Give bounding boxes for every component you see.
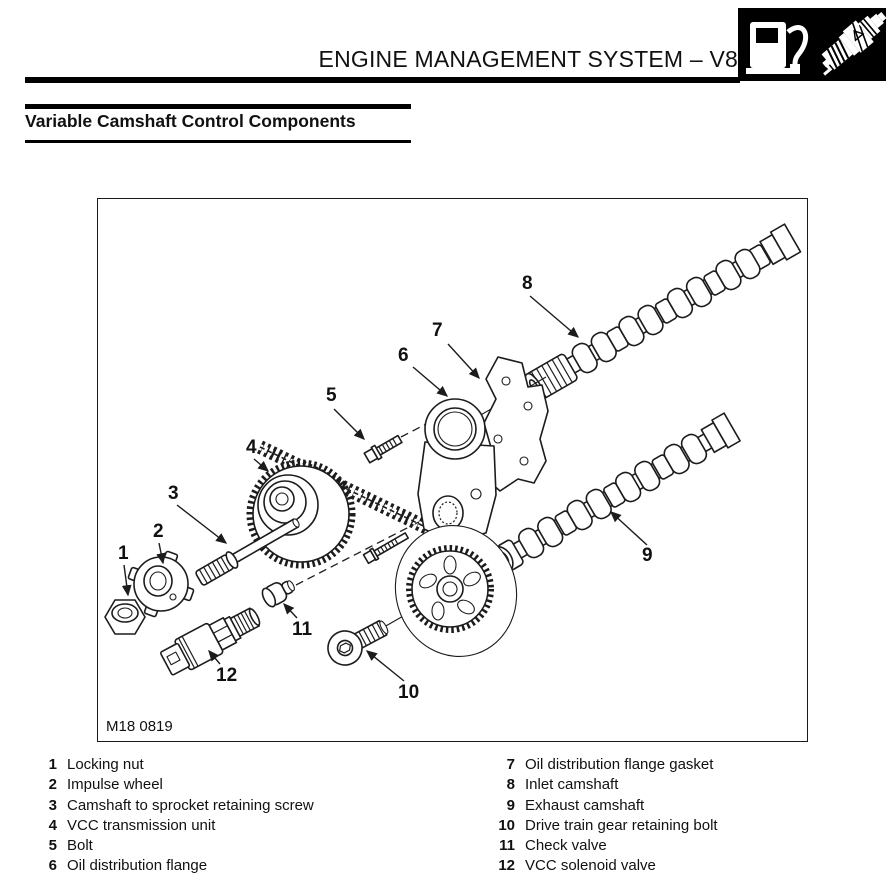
part-number: 2 (48, 776, 57, 794)
impulse-wheel (127, 550, 195, 618)
part-row: 3 Camshaft to sprocket retaining screw (40, 796, 314, 816)
part-label: Impulse wheel (67, 776, 163, 794)
callout-9: 9 (642, 545, 653, 566)
part-row: 7 Oil distribution flange gasket (489, 755, 718, 775)
part-label: VCC transmission unit (67, 816, 216, 834)
callout-8: 8 (522, 273, 533, 294)
part-label: Bolt (67, 837, 93, 855)
inlet-camshaft (524, 223, 802, 402)
callout-7: 7 (432, 320, 443, 341)
callout-6: 6 (398, 345, 409, 366)
part-label: Oil distribution flange (67, 857, 208, 875)
part-row: 4 VCC transmission unit (40, 816, 314, 836)
part-row: 10 Drive train gear retaining bolt (489, 816, 718, 836)
part-label: Camshaft to sprocket retaining screw (67, 796, 314, 814)
callout-1: 1 (118, 543, 129, 564)
callout-11: 11 (292, 619, 313, 640)
parts-list-right: 7 Oil distribution flange gasket 8 Inlet c… (489, 755, 718, 877)
vcc-transmission-unit (246, 459, 356, 569)
part-number: 9 (506, 796, 515, 814)
fuel-pump-icon (746, 22, 809, 74)
part-label: Locking nut (67, 756, 144, 773)
callout-5: 5 (326, 385, 337, 406)
assembly-axis-dashed (295, 470, 519, 586)
part-row: 6 Oil distribution flange (40, 856, 314, 876)
parts-list-left: 1 Locking nut 2 Impulse wheel 3 Camshaft to… (40, 755, 314, 877)
part-label: Drive train gear retaining bolt (525, 816, 718, 834)
part-number: 1 (48, 756, 57, 773)
check-valve (261, 580, 295, 608)
part-row: 2 Impulse wheel (40, 775, 314, 795)
part-number: 7 (506, 756, 515, 773)
callout-numbers: 1 2 3 4 5 6 7 8 9 10 11 12 (118, 273, 653, 703)
part-row: 5 Bolt (40, 836, 314, 856)
bolt-5 (363, 434, 403, 464)
part-row: 9 Exhaust camshaft (489, 796, 718, 816)
exploded-diagram: 1 2 3 4 5 6 7 8 9 10 11 12 M18 0819 (104, 223, 802, 735)
page-title: ENGINE MANAGEMENT SYSTEM – V8 (318, 46, 738, 72)
part-number: 8 (506, 776, 515, 794)
leader-lines (121, 295, 648, 682)
part-label: Inlet camshaft (525, 776, 619, 794)
part-row: 8 Inlet camshaft (489, 775, 718, 795)
part-label: VCC solenoid valve (525, 857, 656, 875)
callout-2: 2 (153, 521, 164, 542)
part-row: 11 Check valve (489, 836, 718, 856)
part-number: 12 (498, 857, 515, 875)
part-number: 5 (48, 837, 57, 855)
part-number: 3 (48, 796, 57, 814)
part-label: Exhaust camshaft (525, 796, 645, 814)
callout-12: 12 (216, 665, 237, 686)
flange-gasket (483, 356, 549, 492)
vcc-solenoid-valve (160, 607, 261, 676)
drive-train-gear (394, 524, 518, 658)
part-label: Oil distribution flange gasket (525, 756, 714, 773)
locking-nut (104, 599, 146, 635)
bolt-small (362, 532, 410, 565)
part-number: 11 (499, 837, 515, 855)
part-row: 12 VCC solenoid valve (489, 856, 718, 876)
section-title: Variable Camshaft Control Components (25, 111, 356, 131)
section-rule-top (25, 104, 411, 109)
part-number: 10 (498, 816, 515, 834)
figure-box: 1 2 3 4 5 6 7 8 9 10 11 12 M18 0819 (97, 198, 808, 742)
part-label: Check valve (525, 837, 607, 855)
drive-gear-bolt (327, 619, 389, 666)
timing-chain (256, 440, 446, 542)
retaining-screw (195, 518, 300, 586)
section-rule-bottom (25, 140, 411, 143)
part-row: 1 Locking nut (40, 755, 314, 775)
callout-3: 3 (168, 483, 179, 504)
spark-plug-icon (821, 12, 887, 76)
figure-code: M18 0819 (106, 718, 173, 735)
part-number: 4 (48, 816, 57, 834)
callout-4: 4 (246, 437, 257, 458)
oil-distribution-flange (417, 398, 497, 542)
chapter-icon-badge (738, 8, 887, 81)
callout-10: 10 (398, 682, 419, 703)
header-rule (25, 77, 740, 83)
part-number: 6 (48, 857, 57, 875)
